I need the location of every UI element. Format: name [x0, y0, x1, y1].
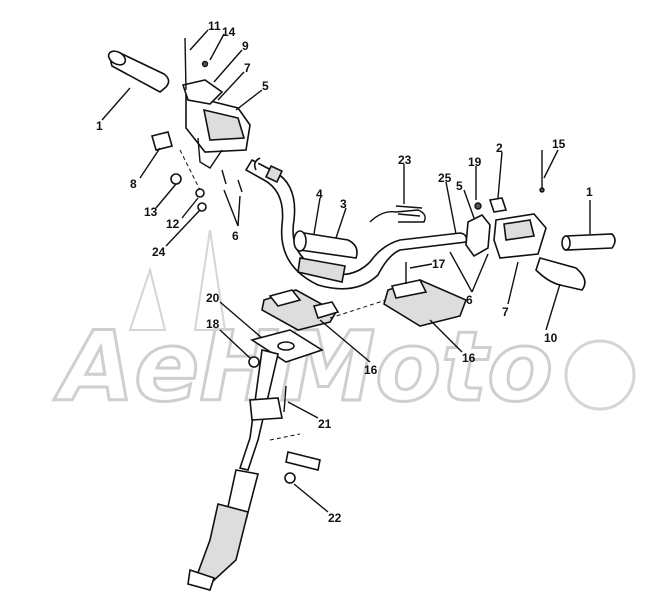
callout-18: 18 — [206, 317, 220, 331]
clamp-plate — [248, 329, 324, 368]
callout-1-right-grip: 1 — [586, 185, 593, 199]
callout-3: 3 — [340, 197, 347, 211]
callout-6-left: 6 — [232, 229, 239, 243]
throttle-lever — [535, 257, 586, 291]
right-control-housing — [465, 150, 547, 259]
callout-21: 21 — [318, 417, 332, 431]
callout-17: 17 — [432, 257, 446, 271]
left-control-housing — [181, 37, 251, 169]
callout-20: 20 — [206, 291, 220, 305]
callout-7-right: 7 — [502, 305, 509, 319]
left-grip — [107, 50, 170, 93]
leader-lines — [101, 29, 591, 513]
callout-13: 13 — [144, 205, 158, 219]
callouts: 1 11 14 9 7 5 8 13 12 24 6 4 3 23 25 19 … — [96, 19, 593, 525]
callout-14: 14 — [222, 25, 236, 39]
callout-16-right: 16 — [462, 351, 476, 365]
callout-12: 12 — [166, 217, 180, 231]
callout-7-left: 7 — [244, 61, 251, 75]
callout-1-left-grip: 1 — [96, 119, 103, 133]
handlebar-pad — [293, 230, 358, 283]
left-small-parts — [151, 131, 243, 212]
callout-11: 11 — [208, 19, 221, 33]
callout-15: 15 — [552, 137, 566, 151]
callout-10: 10 — [544, 331, 558, 345]
steering-column — [187, 349, 321, 591]
callout-16-left: 16 — [364, 363, 378, 377]
callout-25: 25 — [438, 171, 452, 185]
callout-2: 2 — [496, 141, 503, 155]
callout-23: 23 — [398, 153, 412, 167]
wiring-harness — [369, 205, 426, 223]
callout-19: 19 — [468, 155, 482, 169]
callout-6-right: 6 — [466, 293, 473, 307]
callout-4: 4 — [316, 187, 323, 201]
callout-5-left: 5 — [262, 79, 269, 93]
callout-24: 24 — [152, 245, 166, 259]
right-grip — [561, 233, 616, 251]
callout-8: 8 — [130, 177, 137, 191]
callout-9: 9 — [242, 39, 249, 53]
callout-5-right: 5 — [456, 179, 463, 193]
callout-22: 22 — [328, 511, 342, 525]
handlebar-clamps — [261, 262, 468, 331]
